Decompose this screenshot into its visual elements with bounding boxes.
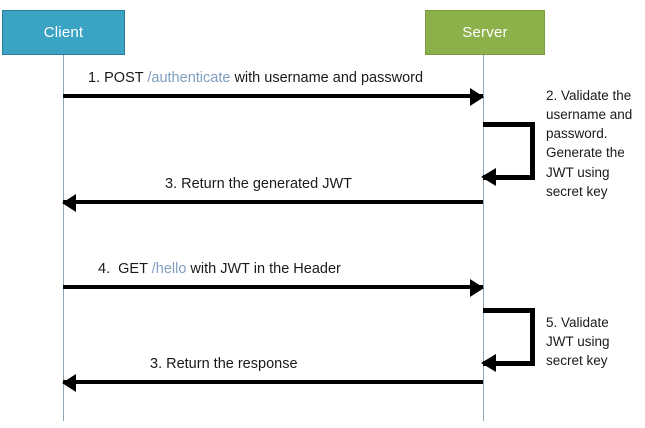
arrowhead-right-icon xyxy=(470,88,484,106)
message-label-2-prefix: 3. Return the generated JWT xyxy=(165,176,352,192)
actor-box-client: Client xyxy=(2,10,125,55)
arrowhead-left-icon xyxy=(481,354,496,372)
self-loop-1 xyxy=(481,122,535,186)
message-arrow-4 xyxy=(62,374,483,392)
arrow-shaft xyxy=(63,94,483,98)
actor-label-client: Client xyxy=(43,24,84,41)
message-label-4-prefix: 3. Return the response xyxy=(150,356,298,372)
message-arrow-2 xyxy=(62,194,483,212)
message-label-3-prefix: 4. GET xyxy=(98,261,152,277)
message-arrow-1 xyxy=(63,88,484,106)
self-loop-2 xyxy=(481,308,535,372)
message-label-2: 3. Return the generated JWT xyxy=(165,176,352,193)
actor-label-server: Server xyxy=(462,24,508,41)
message-label-1: 1. POST /authenticate with username and … xyxy=(88,70,423,87)
message-label-3: 4. GET /hello with JWT in the Header xyxy=(98,261,341,278)
note-2: 5. Validate JWT using secret key xyxy=(546,315,610,369)
message-label-4: 3. Return the response xyxy=(150,356,298,373)
arrowhead-left-icon xyxy=(62,374,76,392)
message-label-3-path: /hello xyxy=(151,261,187,277)
message-label-1-path: /authenticate xyxy=(147,70,231,86)
message-label-1-prefix: 1. POST xyxy=(88,70,148,86)
arrow-shaft xyxy=(63,380,483,384)
actor-box-server: Server xyxy=(425,10,545,55)
message-label-3-suffix: with JWT in the Header xyxy=(186,261,341,277)
arrowhead-left-icon xyxy=(481,168,496,186)
lifeline-server xyxy=(483,55,484,421)
message-label-1-suffix: with username and password xyxy=(230,70,424,86)
lifeline-client xyxy=(63,55,64,421)
arrowhead-right-icon xyxy=(470,279,484,297)
message-arrow-3 xyxy=(63,279,484,297)
arrow-shaft xyxy=(63,285,483,289)
arrowhead-left-icon xyxy=(62,194,76,212)
arrow-shaft xyxy=(63,200,483,204)
note-1: 2. Validate the username and password. G… xyxy=(546,88,633,199)
